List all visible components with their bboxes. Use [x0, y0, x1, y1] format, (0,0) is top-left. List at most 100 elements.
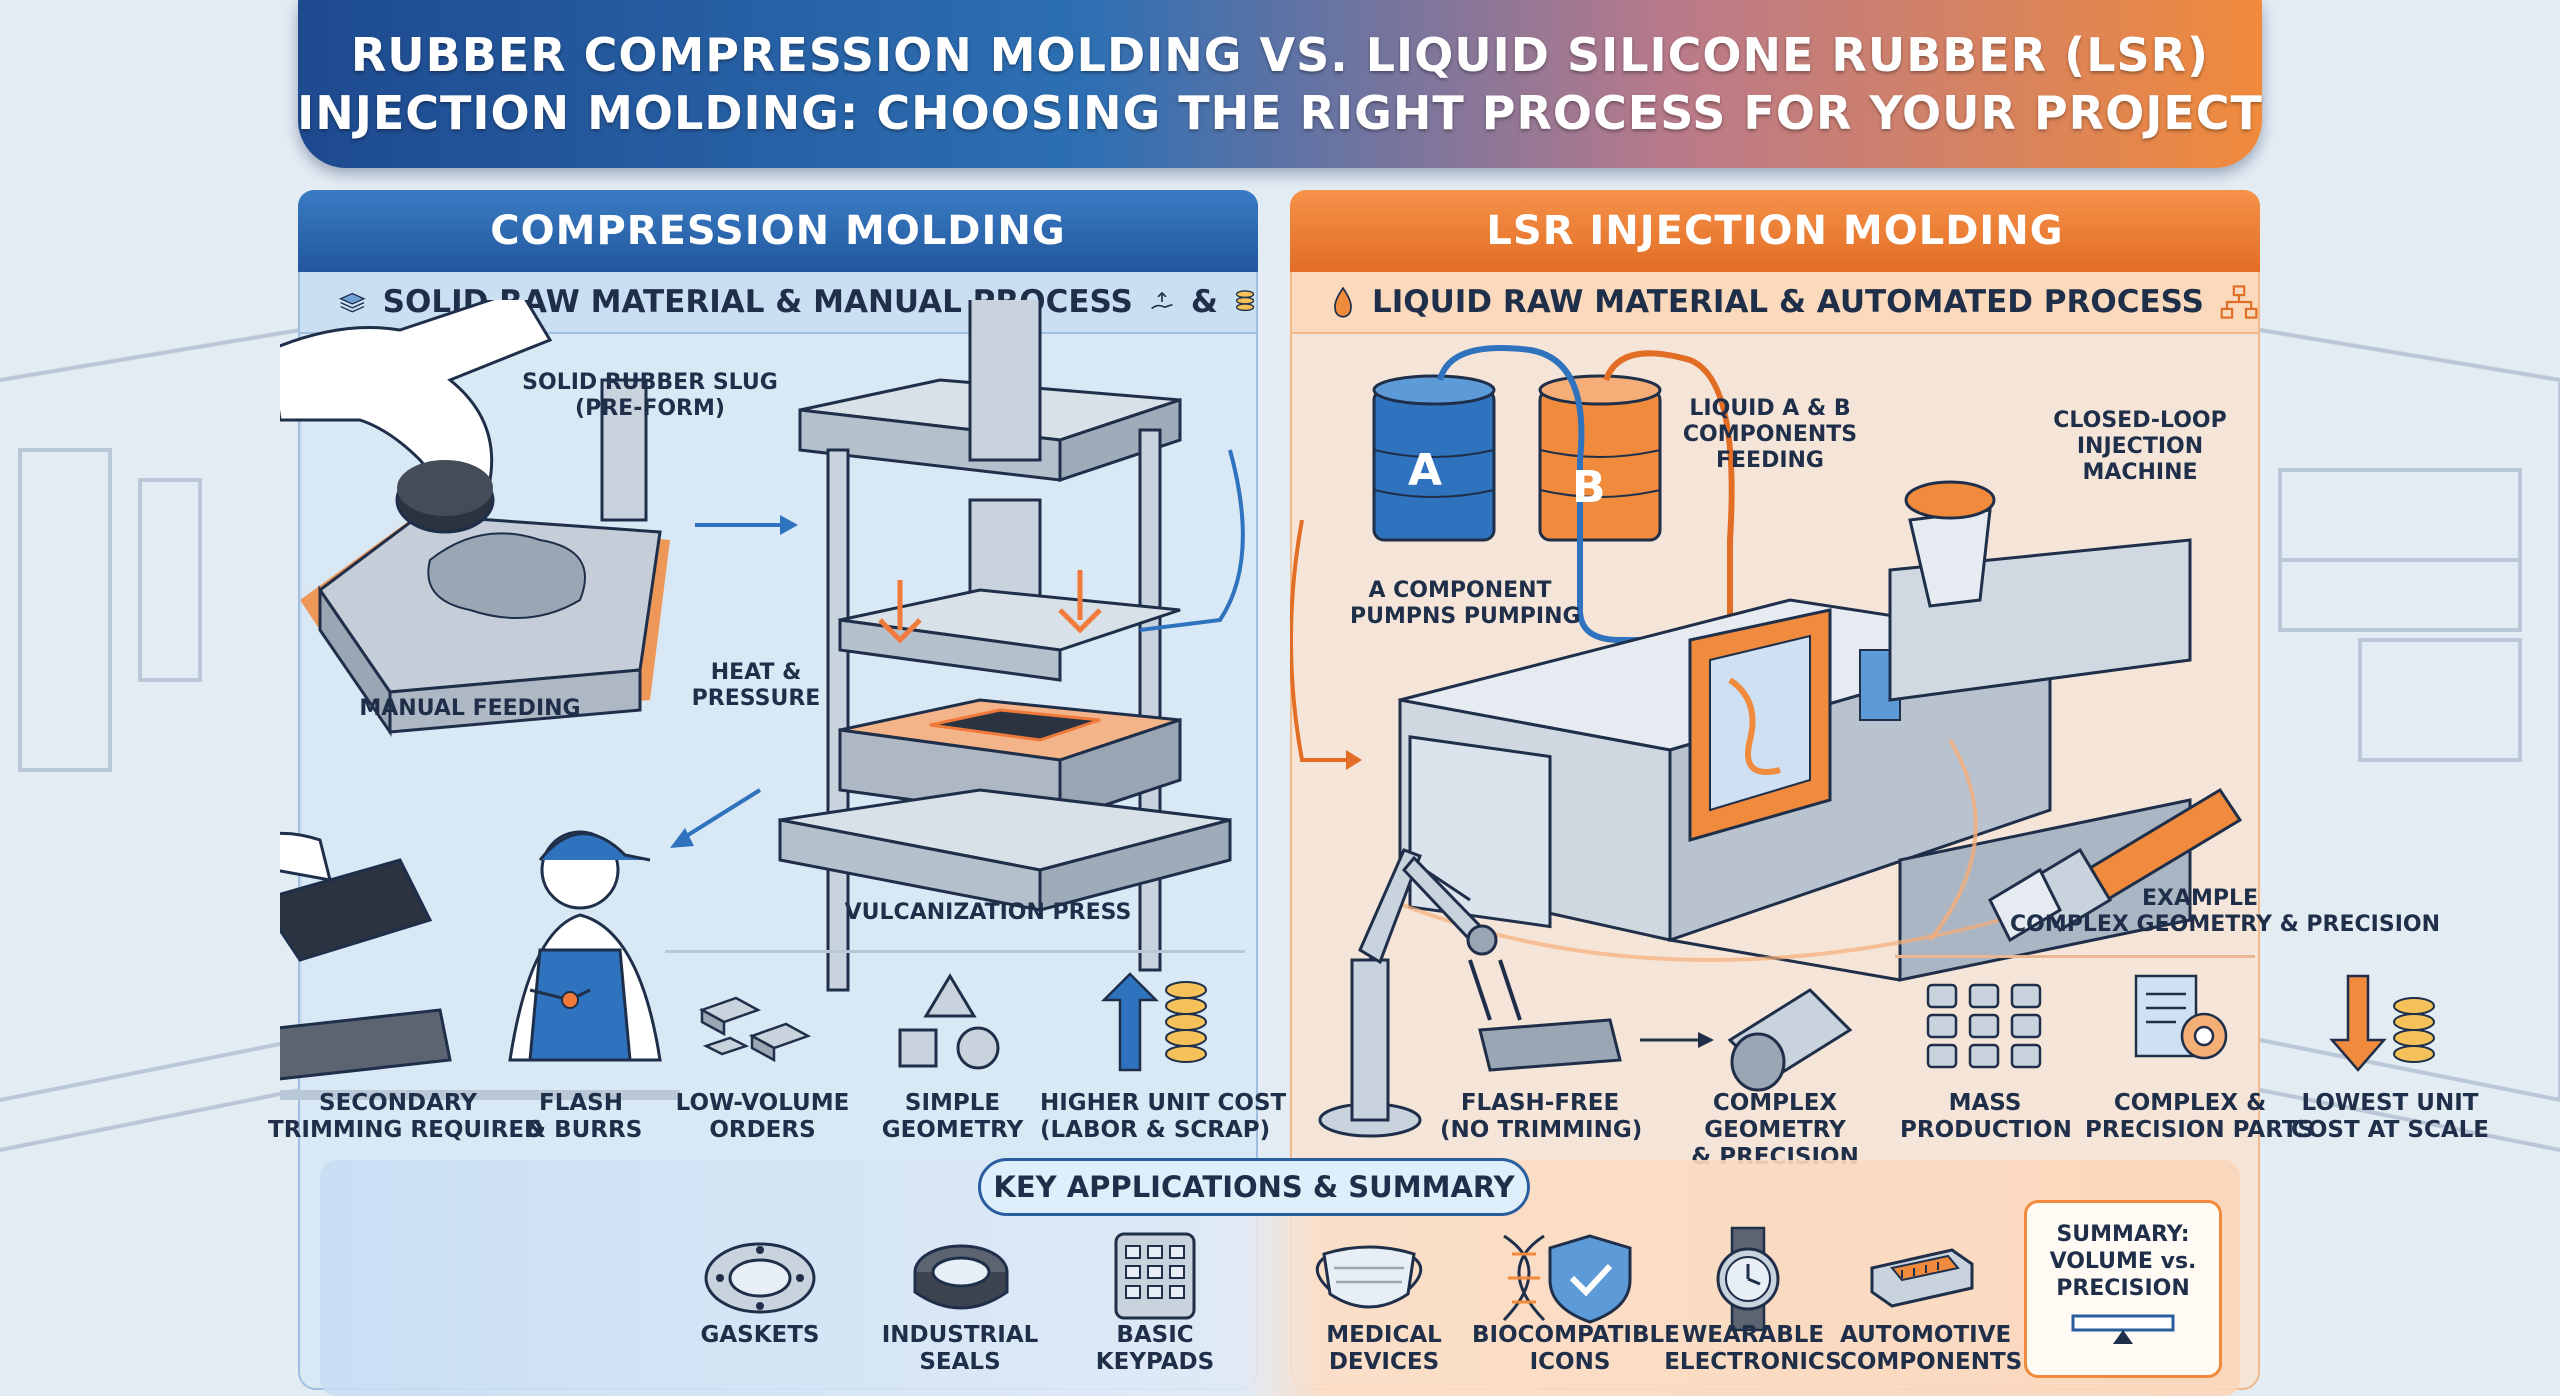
- app-left-2-line-2: SEALS: [919, 1349, 1001, 1375]
- machine-line-2: INJECTION: [2076, 434, 2204, 459]
- right-feature-1: MASS PRODUCTION: [1900, 1090, 2072, 1144]
- compression-header: COMPRESSION MOLDING: [298, 190, 1258, 272]
- example-line-1: EXAMPLE: [2141, 886, 2259, 911]
- machine-line-1: CLOSED-LOOP: [2053, 408, 2227, 433]
- mass-production-icon: [1926, 983, 2042, 1069]
- watch-icon: [1716, 1226, 1780, 1332]
- app-right-3-line-2: ELECTRONICS: [1664, 1349, 1842, 1375]
- app-left-1-line-1: GASKETS: [700, 1322, 820, 1348]
- feeding-line-3: FEEDING: [1715, 448, 1824, 473]
- title-banner: RUBBER COMPRESSION MOLDING VS. LIQUID SI…: [297, 0, 2263, 168]
- right-feature-2-line-1: COMPLEX &: [2113, 1090, 2267, 1116]
- trimming-line-1: SECONDARY: [319, 1090, 477, 1116]
- flash-line-2: & BURRS: [526, 1117, 643, 1143]
- left-feature-2: SIMPLE GEOMETRY: [870, 1090, 1035, 1144]
- trimming-line-2: TRIMMING REQUIRED: [268, 1117, 544, 1143]
- hand-with-slug: [280, 300, 553, 534]
- app-left-3-line-1: BASIC: [1116, 1322, 1194, 1348]
- flash-free-line-2: (NO TRIMMING): [1440, 1117, 1643, 1143]
- complex-part: [1727, 988, 1853, 1092]
- app-left-2-line-1: INDUSTRIAL: [881, 1322, 1039, 1348]
- right-feature-3: LOWEST UNIT COST AT SCALE: [2290, 1090, 2490, 1144]
- complex-line-2: GEOMETRY: [1704, 1117, 1846, 1143]
- manual-feeding-label: MANUAL FEEDING: [359, 696, 581, 721]
- automotive-icon: [1870, 1248, 1974, 1308]
- flash-line-1: FLASH: [539, 1090, 623, 1116]
- barrel-b-label: B: [1572, 462, 1606, 513]
- shapes-icon: [898, 973, 1000, 1070]
- flash-free-label: FLASH-FREE (NO TRIMMING): [1440, 1090, 1643, 1144]
- title-line-2: INJECTION MOLDING: CHOOSING THE RIGHT PR…: [297, 86, 2263, 140]
- right-feature-2: COMPLEX & PRECISION PARTS: [2085, 1090, 2314, 1144]
- flash-free-line-1: FLASH-FREE: [1460, 1090, 1620, 1116]
- summary-text: SUMMARY: VOLUME vs. PRECISION: [2027, 1221, 2219, 1302]
- left-feature-1-line-2: ORDERS: [709, 1117, 816, 1143]
- heat-pressure-label: HEAT & PRESSURE: [676, 660, 836, 712]
- app-right-2-line-1: BIOCOMPATIBLE: [1472, 1322, 1680, 1348]
- applications-header: KEY APPLICATIONS & SUMMARY: [978, 1158, 1530, 1216]
- cost-up-icon: [1100, 972, 1207, 1072]
- press-label: VULCANIZATION PRESS: [844, 900, 1132, 925]
- slug-label-line-1: SOLID RUBBER SLUG: [522, 370, 778, 395]
- keypad-icon: [1114, 1232, 1196, 1320]
- summary-line-2: VOLUME vs.: [2049, 1249, 2197, 1274]
- gasket-icon: [704, 1242, 816, 1314]
- left-feature-2-line-1: SIMPLE: [904, 1090, 1001, 1116]
- example-part: [1988, 787, 2243, 943]
- pump-line-1: A COMPONENT: [1368, 578, 1552, 603]
- example-label: EXAMPLE COMPLEX GEOMETRY & PRECISION: [2010, 886, 2440, 938]
- app-right-1-line-1: MEDICAL: [1326, 1322, 1442, 1348]
- worker: [508, 830, 662, 1062]
- app-right-1: MEDICAL DEVICES: [1304, 1322, 1464, 1376]
- lsr-subheader: LIQUID RAW MATERIAL & AUTOMATED PROCESS: [1292, 272, 2258, 334]
- app-right-4: AUTOMOTIVE COMPONENTS: [1840, 1322, 2022, 1376]
- barrel-a: [1372, 374, 1496, 542]
- feeding-line-1: LIQUID A & B: [1689, 396, 1851, 421]
- slug-label: SOLID RUBBER SLUG (PRE-FORM): [500, 370, 800, 422]
- app-left-3-line-2: KEYPADS: [1095, 1349, 1215, 1375]
- slug-label-line-2: (PRE-FORM): [575, 396, 725, 421]
- precision-parts-icon: [2134, 974, 2228, 1060]
- left-feature-divider: [665, 950, 1245, 953]
- flash-label: FLASH & BURRS: [526, 1090, 643, 1144]
- summary-line-3: PRECISION: [2056, 1276, 2190, 1301]
- vulcanization-press: [600, 300, 1232, 992]
- trimming-label: SECONDARY TRIMMING REQUIRED: [268, 1090, 544, 1144]
- left-feature-3: HIGHER UNIT COST (LABOR & SCRAP): [1040, 1090, 1287, 1144]
- balance-icon: [2071, 1314, 2175, 1344]
- right-feature-divider: [1895, 955, 2255, 958]
- coins-icon: [1235, 290, 1255, 312]
- right-feature-3-line-1: LOWEST UNIT: [2301, 1090, 2479, 1116]
- barrel-a-label: A: [1408, 445, 1443, 496]
- droplet-icon: [1334, 286, 1352, 318]
- app-right-3-line-1: WEARABLE: [1681, 1322, 1825, 1348]
- title-line-1: RUBBER COMPRESSION MOLDING VS. LIQUID SI…: [350, 28, 2210, 82]
- feeding-label: LIQUID A & B COMPONENTS FEEDING: [1660, 396, 1880, 474]
- machine-line-3: MACHINE: [2082, 460, 2198, 485]
- lsr-subheader-text: LIQUID RAW MATERIAL & AUTOMATED PROCESS: [1371, 284, 2204, 320]
- machine-label: CLOSED-LOOP INJECTION MACHINE: [2040, 408, 2240, 486]
- lsr-header: LSR INJECTION MOLDING: [1290, 190, 2260, 272]
- seal-icon: [913, 1244, 1009, 1310]
- lsr-illustration: [1290, 345, 2243, 1138]
- app-right-1-line-2: DEVICES: [1328, 1349, 1440, 1375]
- heat-pressure-line-2: PRESSURE: [691, 686, 821, 711]
- app-left-3: BASIC KEYPADS: [1080, 1322, 1230, 1376]
- app-right-3: WEARABLE ELECTRONICS: [1664, 1322, 1842, 1376]
- complex-line-1: COMPLEX: [1712, 1090, 1838, 1116]
- app-left-1: GASKETS: [680, 1322, 840, 1349]
- right-feature-1-line-1: MASS: [1948, 1090, 2022, 1116]
- left-feature-3-line-1: HIGHER UNIT COST: [1040, 1090, 1287, 1116]
- heat-pressure-line-1: HEAT &: [710, 660, 802, 685]
- blocks-icon: [698, 996, 812, 1063]
- subheader-amp: &: [1190, 284, 1218, 320]
- robot-arm: [1318, 848, 1622, 1138]
- left-feature-3-line-2: (LABOR & SCRAP): [1040, 1117, 1271, 1143]
- example-line-2: COMPLEX GEOMETRY & PRECISION: [2010, 912, 2440, 937]
- app-right-4-line-1: AUTOMOTIVE: [1840, 1322, 2012, 1348]
- cost-down-icon: [2329, 974, 2435, 1072]
- hierarchy-icon: [2220, 285, 2258, 319]
- biocompatible-icon: [1502, 1234, 1632, 1324]
- app-left-2: INDUSTRIAL SEALS: [880, 1322, 1040, 1376]
- left-feature-1-line-1: LOW-VOLUME: [675, 1090, 850, 1116]
